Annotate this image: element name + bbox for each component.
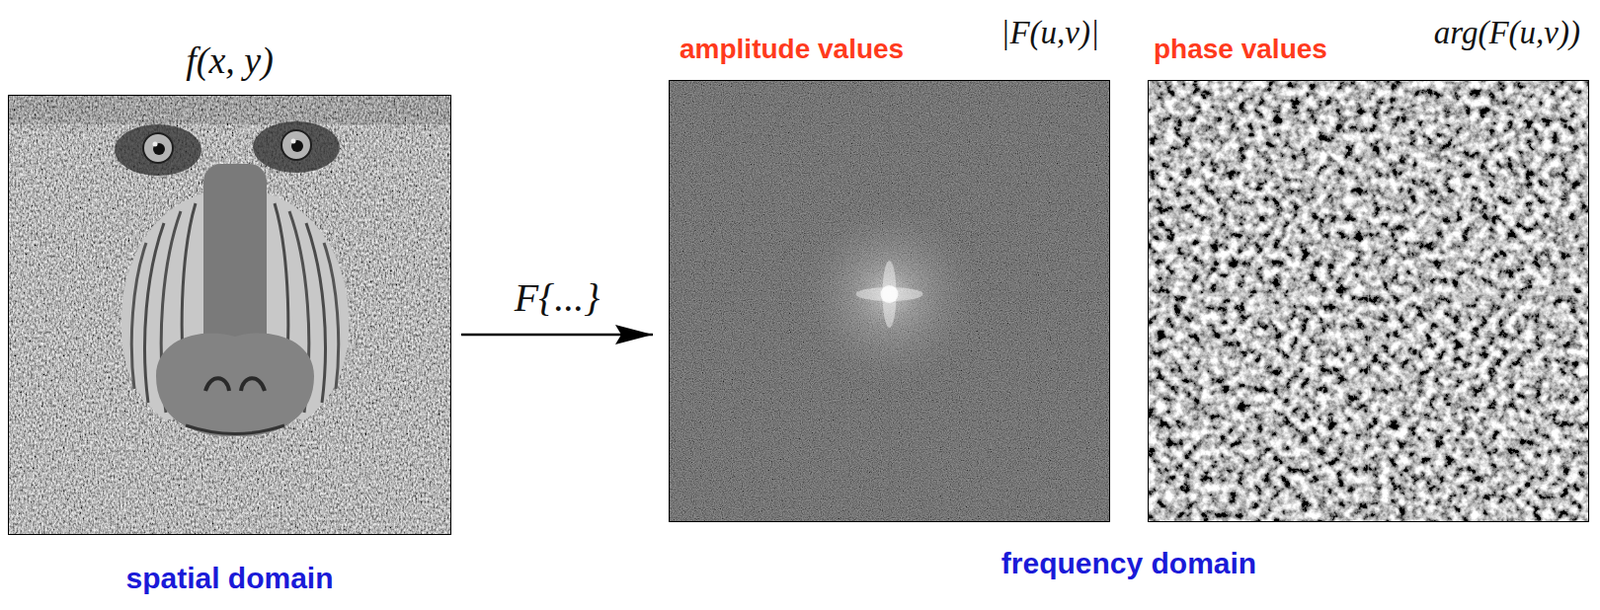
text-row: phase values arg(F(u,v)) — [1148, 14, 1589, 66]
eye-socket — [252, 121, 340, 173]
amplitude-box: amplitude values|F(u,v)| — [668, 80, 1111, 523]
spectrum-ground — [668, 80, 1111, 523]
nostril — [240, 378, 265, 392]
shade — [7, 94, 452, 125]
text-row: f(x, y) — [8, 38, 451, 82]
panel-title: phase values — [1153, 33, 1328, 66]
eye-socket — [114, 124, 202, 176]
eye — [281, 130, 312, 160]
eye-highlight — [153, 142, 159, 148]
phase-noise — [1147, 80, 1590, 523]
eye-highlight — [291, 139, 297, 145]
amplitude-image — [668, 80, 1111, 523]
eye — [143, 133, 173, 163]
phase-ground — [1147, 80, 1590, 523]
muzzle — [156, 332, 315, 437]
transform-label: F{...} — [514, 274, 600, 321]
spectrum-noise — [668, 80, 1111, 523]
axis-line — [1147, 293, 1590, 296]
low-frequency-glow — [796, 200, 984, 389]
dc-peak — [880, 285, 899, 304]
domain-label: frequency domain — [1001, 547, 1257, 581]
fur — [7, 94, 452, 536]
function-label: f(x, y) — [185, 38, 274, 82]
edge-label-holder: F{...} — [514, 274, 600, 321]
axis-line — [1367, 80, 1370, 523]
text-row: amplitude values |F(u,v)| — [669, 14, 1110, 66]
mouth — [185, 425, 285, 435]
transform-arrow — [461, 333, 653, 337]
phase-image — [1147, 80, 1590, 523]
domain-label: spatial domain — [125, 561, 333, 596]
fur-texture — [7, 94, 452, 536]
label-holder: frequency domain — [1001, 547, 1257, 581]
formula-label: |F(u,v)| — [1000, 14, 1100, 52]
formula-label: arg(F(u,v)) — [1434, 14, 1581, 52]
panel-title: amplitude values — [679, 33, 904, 66]
phase-box: phase valuesarg(F(u,v)) — [1147, 80, 1590, 523]
baboon-image — [7, 94, 452, 536]
spatial-image-box: f(x, y)spatial domain — [7, 94, 452, 536]
nostril — [205, 378, 230, 392]
text-row: spatial domain — [8, 561, 451, 596]
